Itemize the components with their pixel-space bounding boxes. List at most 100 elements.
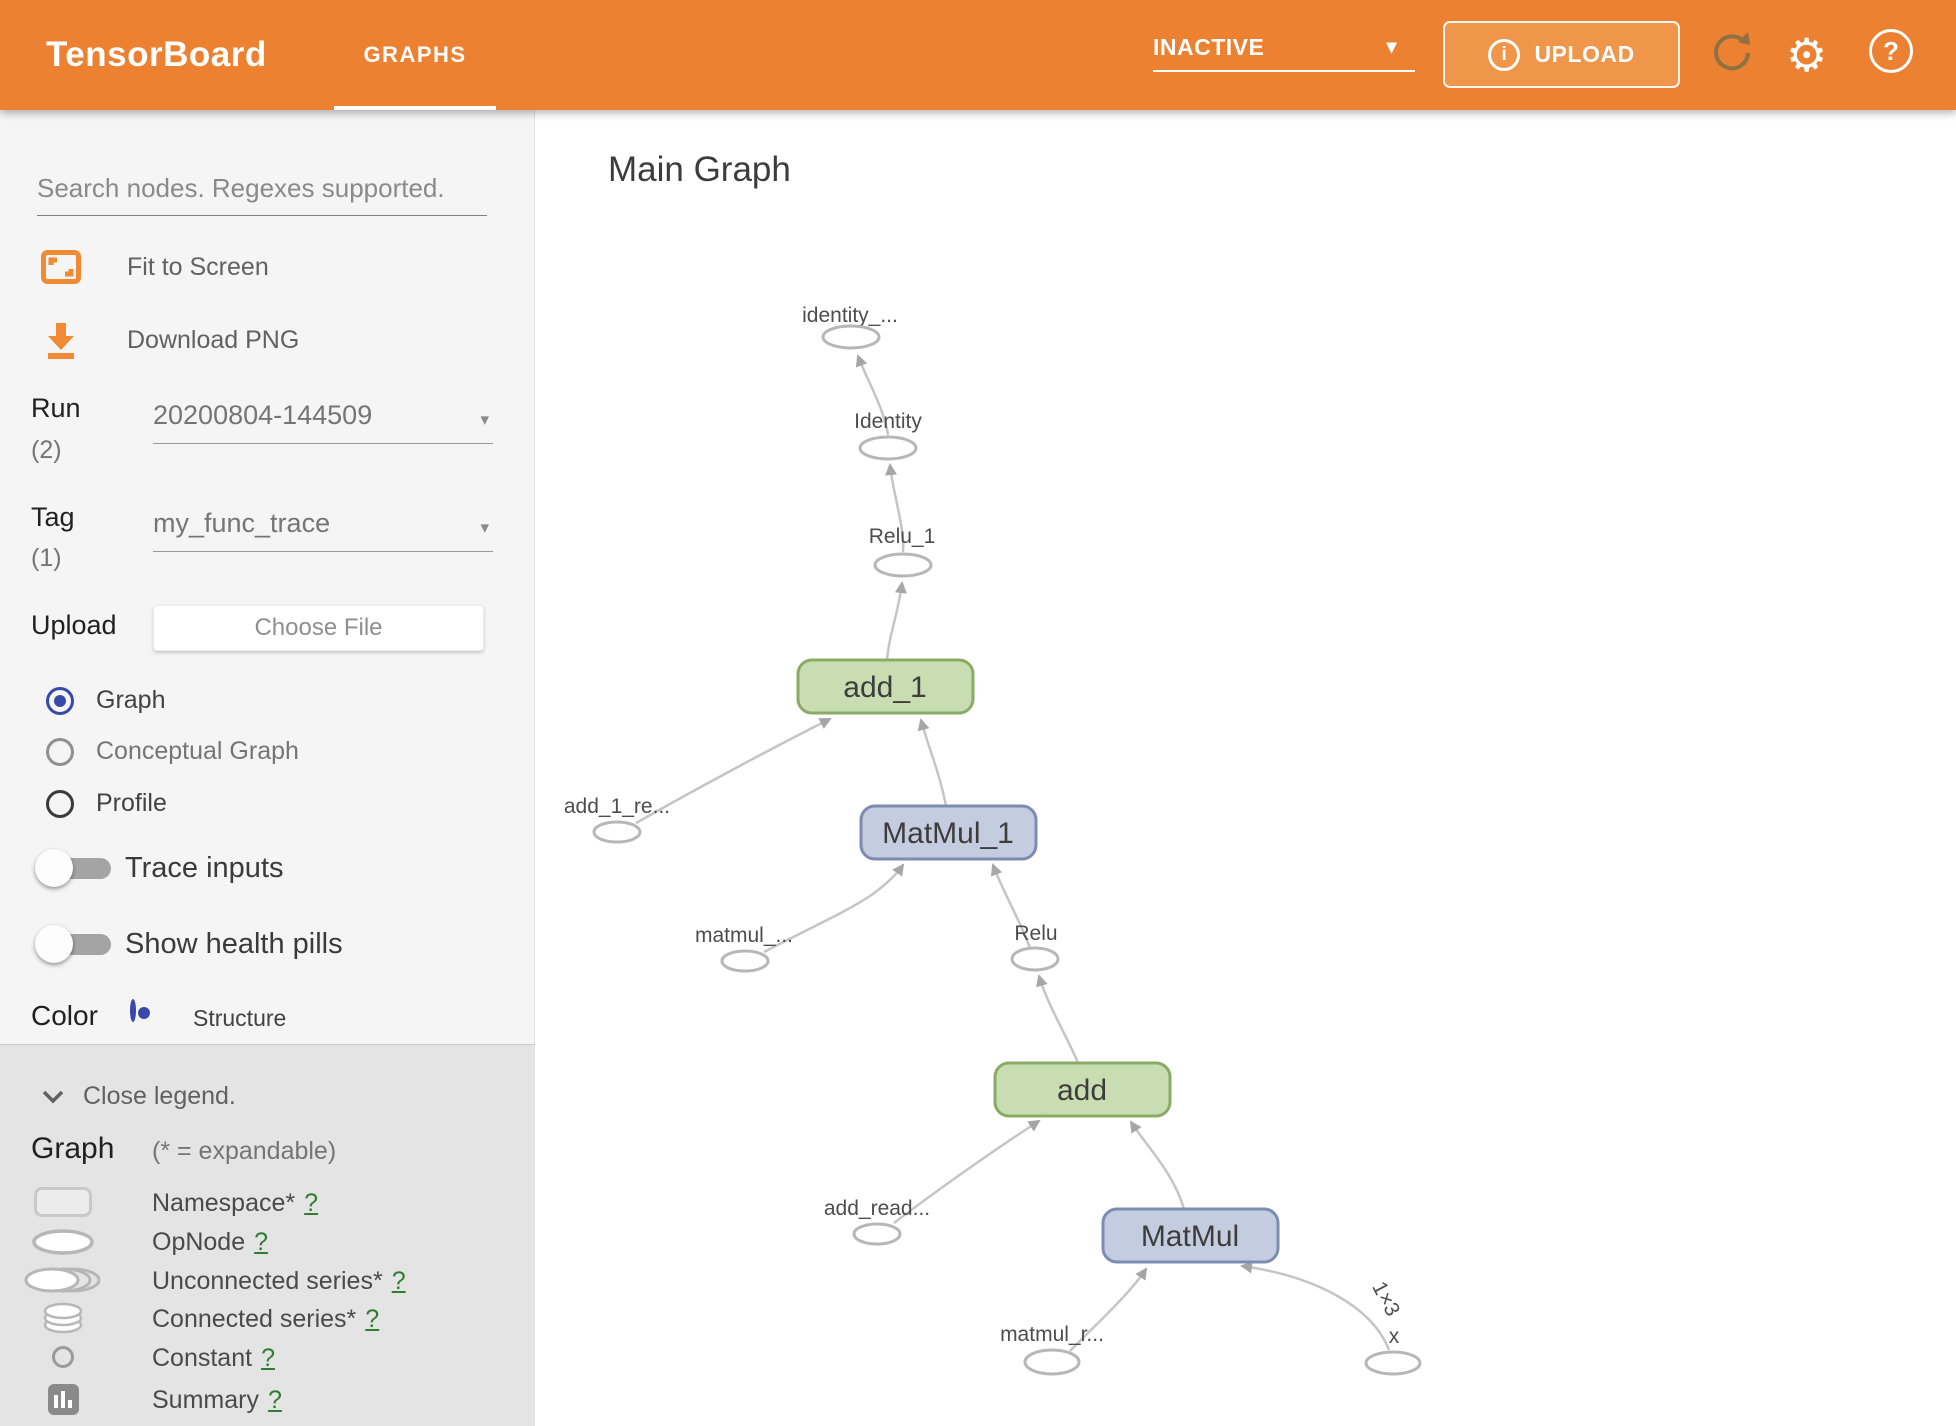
edge-add1-to-relu1 [885,581,907,661]
caret-down-icon: ▾ [1386,36,1397,58]
unconnected-series-icon [0,1266,126,1294]
download-png-label: Download PNG [127,325,300,354]
edge-relu1-to-identity [885,463,905,553]
caret-down-icon: ▾ [480,518,489,537]
svg-text:matmul_...: matmul_... [695,924,793,947]
tag-dropdown-value: my_func_trace [153,508,331,538]
info-icon: i [1488,38,1521,71]
search-input[interactable] [37,162,487,216]
legend-item-opnode: OpNode? [152,1228,269,1256]
graph-node-identity-series[interactable]: identity_... [802,304,898,350]
show-health-pills-label: Show health pills [125,928,343,960]
graph-node-add-1[interactable]: add_1 [796,658,975,715]
close-legend-label: Close legend. [83,1082,236,1110]
trace-inputs-toggle[interactable] [35,849,111,887]
tag-label: Tag [31,502,75,532]
graph-node-add-1-read[interactable]: add_1_re... [564,795,670,844]
chevron-down-icon [42,1090,64,1103]
graph-canvas[interactable]: Main Graph 1×3 identity_... Identity [536,110,1956,1426]
active-tab-indicator [334,106,496,110]
tag-count: (1) [31,544,62,572]
download-icon [48,323,74,359]
graph-node-add-read[interactable]: add_read... [824,1197,930,1246]
graph-node-matmul[interactable]: MatMul [1101,1207,1280,1264]
upload-button[interactable]: i UPLOAD [1443,21,1680,88]
legend-item-namespace: Namespace*? [152,1189,319,1217]
edge-matmulread-to-matmul [1069,1267,1148,1352]
radio-conceptual-graph-control [46,737,74,766]
edge-shape-label: 1×3 [1367,1278,1404,1320]
fit-to-screen-button[interactable]: Fit to Screen [41,250,269,284]
svg-text:identity_...: identity_... [802,304,898,327]
edge-matmul1read-to-matmul1 [763,863,905,954]
color-by-label: Color [31,1000,98,1031]
edge-add1read-to-add1 [635,717,832,825]
summary-icon [0,1384,126,1415]
summary-help-link[interactable]: ? [267,1386,282,1414]
svg-text:Relu_1: Relu_1 [869,525,936,548]
svg-text:Identity: Identity [854,410,922,433]
radio-color-structure[interactable] [130,999,136,1022]
legend-item-unconnected-series: Unconnected series*? [152,1267,406,1295]
run-dropdown-value: 20200804-144509 [153,400,373,430]
graph-node-relu[interactable]: Relu [1010,922,1060,972]
graph-node-matmul-1[interactable]: MatMul_1 [859,804,1038,861]
svg-text:matmul_r...: matmul_r... [1000,1323,1104,1346]
run-label: Run [31,393,81,423]
edge-addread-to-add [893,1119,1041,1224]
legend-item-summary: Summary? [152,1386,282,1414]
svg-text:Relu: Relu [1014,922,1057,945]
svg-text:x: x [1389,1325,1400,1348]
svg-text:add_read...: add_read... [824,1197,930,1220]
close-legend-button[interactable]: Close legend. [41,1082,236,1111]
edge-relu-to-matmul1 [990,863,1032,949]
fit-to-screen-icon [41,250,81,284]
app-logo[interactable]: TensorBoard [46,35,267,74]
graph-node-relu-1[interactable]: Relu_1 [869,525,936,578]
legend-heading-note: (* = expandable) [152,1137,337,1165]
legend-heading: Graph [31,1132,115,1165]
edge-add-to-relu [1036,974,1080,1064]
tag-dropdown[interactable]: my_func_trace ▾ [153,508,493,552]
radio-conceptual-graph-label: Conceptual Graph [96,737,299,765]
svg-text:add: add [1057,1074,1107,1107]
graph-node-identity[interactable]: Identity [854,410,922,461]
show-health-pills-toggle[interactable] [35,925,111,963]
edge-matmul1-to-add1 [917,718,948,807]
radio-graph-control [46,686,74,715]
caret-down-icon: ▾ [480,410,489,429]
namespace-help-link[interactable]: ? [304,1189,319,1217]
constant-help-link[interactable]: ? [261,1344,275,1372]
connected-series-help-link[interactable]: ? [365,1305,380,1333]
radio-graph[interactable]: Graph [46,686,165,715]
constant-icon [0,1346,126,1368]
unconnected-series-help-link[interactable]: ? [391,1267,406,1295]
opnode-help-link[interactable]: ? [254,1228,269,1256]
graph-node-add[interactable]: add [993,1061,1172,1118]
app-header: TensorBoard GRAPHS INACTIVE ▾ i UPLOAD ⚙… [0,0,1956,110]
fit-to-screen-label: Fit to Screen [127,252,269,281]
graph-node-x[interactable]: x [1364,1325,1422,1376]
legend-item-connected-series: Connected series*? [152,1305,380,1333]
radio-profile-label: Profile [96,789,167,817]
opnode-icon [0,1228,126,1256]
connected-series-icon [0,1302,126,1334]
tab-graphs[interactable]: GRAPHS [334,0,496,110]
choose-file-button[interactable]: Choose File [153,605,484,651]
radio-conceptual-graph[interactable]: Conceptual Graph [46,737,299,766]
upload-label: Upload [31,610,117,640]
gear-icon[interactable]: ⚙ [1786,29,1828,81]
svg-text:add_1_re...: add_1_re... [564,795,670,818]
namespace-icon [0,1187,126,1217]
legend-item-constant: Constant? [152,1344,275,1372]
download-png-button[interactable]: Download PNG [41,320,299,360]
main-graph-title: Main Graph [608,150,791,189]
refresh-icon[interactable] [1710,29,1754,77]
status-dropdown-value: INACTIVE [1153,34,1265,60]
help-icon[interactable]: ? [1869,29,1913,73]
run-dropdown[interactable]: 20200804-144509 ▾ [153,400,493,444]
graph-node-matmul-read[interactable]: matmul_r... [1000,1323,1104,1376]
status-dropdown[interactable]: INACTIVE ▾ [1153,26,1415,72]
graph-node-matmul-1-read[interactable]: matmul_... [695,924,793,973]
radio-profile[interactable]: Profile [46,789,167,818]
